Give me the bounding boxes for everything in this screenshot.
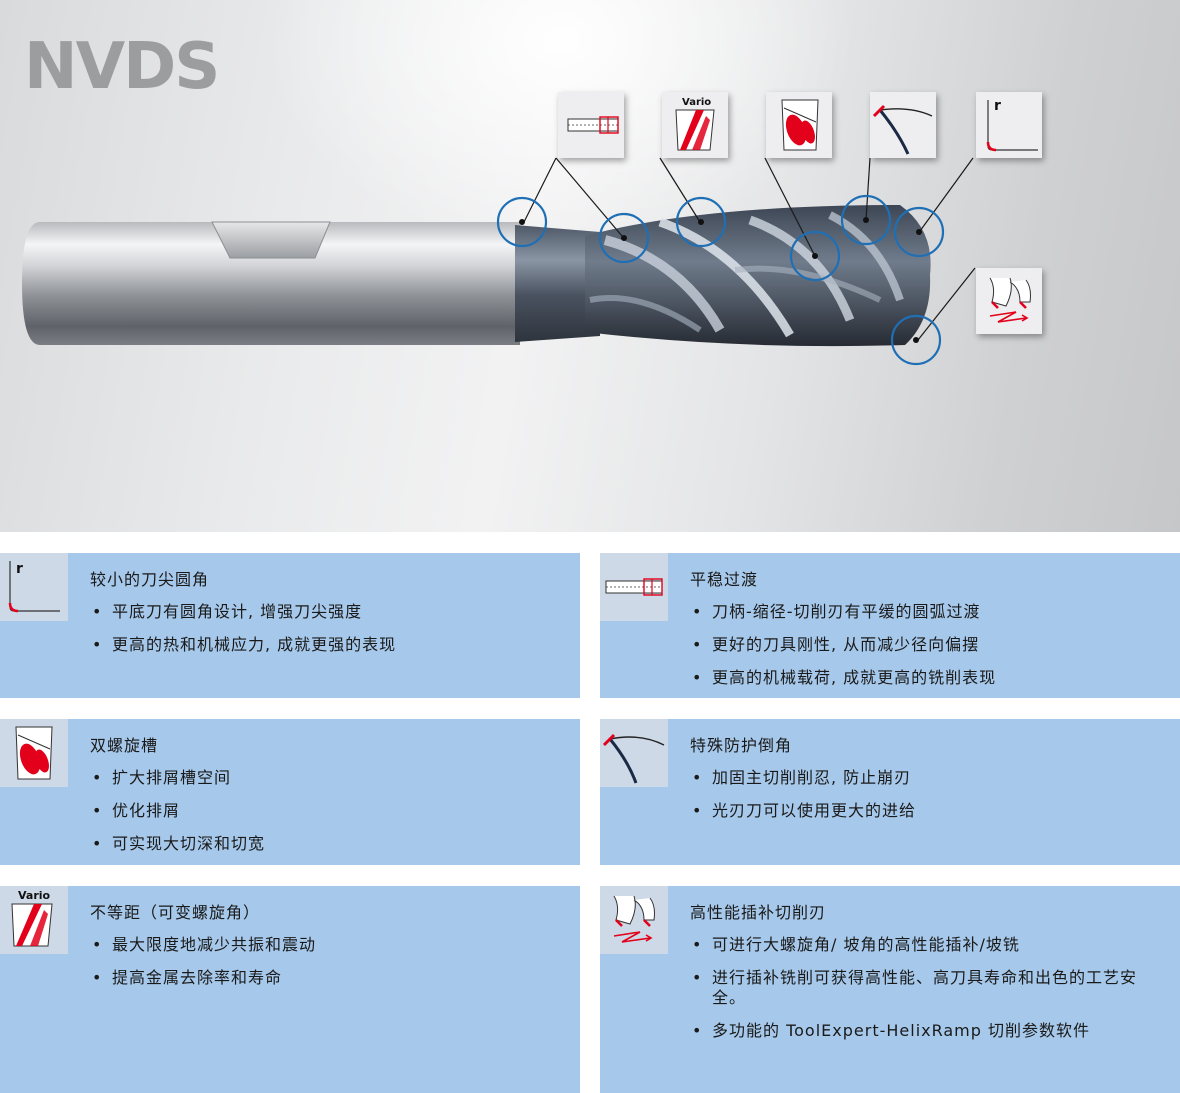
- card-icon-box: [0, 719, 68, 787]
- shank-transition-icon: [567, 116, 619, 134]
- feature-title: 高性能插补切削刃: [690, 903, 827, 922]
- feature-bullet: 更好的刀具刚性, 从而减少径向偏摆: [690, 635, 1168, 655]
- feature-title: 特殊防护倒角: [690, 736, 793, 755]
- vario-label: Vario: [682, 97, 711, 108]
- card-body: 双螺旋槽 扩大排屑槽空间 优化排屑 可实现大切深和切宽: [90, 736, 568, 867]
- feature-card-corner-radius: r 较小的刀尖圆角 平底刀有圆角设计, 增强刀尖强度 更高的热和机械应力, 成就…: [0, 553, 580, 698]
- thumb-chamfer: [870, 92, 936, 158]
- feature-title: 不等距（可变螺旋角）: [90, 903, 261, 922]
- card-body: 高性能插补切削刃 可进行大螺旋角/ 坡角的高性能插补/坡铣 进行插补铣削可获得高…: [690, 903, 1168, 1054]
- feature-bullets: 扩大排屑槽空间 优化排屑 可实现大切深和切宽: [90, 768, 568, 854]
- feature-card-interpolation-edge: 高性能插补切削刃 可进行大螺旋角/ 坡角的高性能插补/坡铣 进行插补铣削可获得高…: [600, 886, 1180, 1093]
- end-mill-illustration: [22, 157, 976, 366]
- feature-bullet: 最大限度地减少共振和震动: [90, 935, 568, 955]
- corner-radius-icon: r: [986, 98, 1038, 152]
- feature-bullet: 扩大排屑槽空间: [90, 768, 568, 788]
- feature-bullets: 加固主切削削忍, 防止崩刃 光刃刀可以使用更大的进给: [690, 768, 1168, 821]
- feature-title: 平稳过渡: [690, 570, 759, 589]
- vario-helix-icon: Vario: [11, 889, 53, 947]
- feature-bullet: 多功能的 ToolExpert-HelixRamp 切削参数软件: [690, 1021, 1168, 1041]
- card-icon-box: [600, 886, 668, 954]
- feature-bullets: 可进行大螺旋角/ 坡角的高性能插补/坡铣 进行插补铣削可获得高性能、高刀具寿命和…: [690, 935, 1168, 1041]
- feature-bullet: 加固主切削削忍, 防止崩刃: [690, 768, 1168, 788]
- feature-bullets: 最大限度地减少共振和震动 提高金属去除率和寿命: [90, 935, 568, 988]
- card-icon-box: Vario: [0, 886, 68, 954]
- helix-ramp-icon: [613, 895, 655, 943]
- thumb-helix-ramp: [976, 268, 1042, 334]
- thumb-double-flute: [766, 92, 832, 158]
- product-hero: NVDS: [0, 0, 1180, 532]
- feature-bullet: 优化排屑: [90, 801, 568, 821]
- feature-title: 较小的刀尖圆角: [90, 570, 210, 589]
- feature-bullet: 进行插补铣削可获得高性能、高刀具寿命和出色的工艺安全。: [690, 968, 1168, 1008]
- card-body: 不等距（可变螺旋角） 最大限度地减少共振和震动 提高金属去除率和寿命: [90, 903, 568, 1001]
- thumb-vario: Vario: [662, 92, 728, 158]
- feature-card-double-flute: 双螺旋槽 扩大排屑槽空间 优化排屑 可实现大切深和切宽: [0, 719, 580, 865]
- card-icon-box: [600, 719, 668, 787]
- vario-label: Vario: [18, 889, 51, 902]
- feature-bullet: 可进行大螺旋角/ 坡角的高性能插补/坡铣: [690, 935, 1168, 955]
- product-title: NVDS: [24, 30, 220, 104]
- feature-bullet: 刀柄-缩径-切削刃有平缓的圆弧过渡: [690, 602, 1168, 622]
- feature-bullet: 光刃刀可以使用更大的进给: [690, 801, 1168, 821]
- helix-ramp-icon: [989, 277, 1031, 323]
- card-icon-box: [600, 553, 668, 621]
- thumb-shank-transition: [558, 92, 624, 158]
- feature-card-protective-chamfer: 特殊防护倒角 加固主切削削忍, 防止崩刃 光刃刀可以使用更大的进给: [600, 719, 1180, 865]
- feature-bullet: 更高的机械载荷, 成就更高的铣削表现: [690, 668, 1168, 688]
- feature-card-smooth-transition: 平稳过渡 刀柄-缩径-切削刃有平缓的圆弧过渡 更好的刀具刚性, 从而减少径向偏摆…: [600, 553, 1180, 698]
- feature-bullet: 提高金属去除率和寿命: [90, 968, 568, 988]
- vario-helix-icon: Vario: [675, 97, 715, 151]
- radius-label: r: [16, 561, 23, 577]
- protective-chamfer-icon: [602, 733, 665, 784]
- card-body: 特殊防护倒角 加固主切削削忍, 防止崩刃 光刃刀可以使用更大的进给: [690, 736, 1168, 834]
- card-body: 平稳过渡 刀柄-缩径-切削刃有平缓的圆弧过渡 更好的刀具刚性, 从而减少径向偏摆…: [690, 570, 1168, 701]
- thumb-corner-radius: r: [976, 92, 1042, 158]
- corner-radius-icon: r: [8, 561, 60, 613]
- double-helix-flute-icon: [781, 99, 819, 151]
- double-helix-flute-icon: [15, 726, 53, 780]
- feature-bullet: 可实现大切深和切宽: [90, 834, 568, 854]
- feature-title: 双螺旋槽: [90, 736, 159, 755]
- shank-transition-icon: [605, 578, 663, 596]
- feature-card-unequal-pitch: Vario 不等距（可变螺旋角） 最大限度地减少共振和震动 提高金属去除率和寿命: [0, 886, 580, 1093]
- card-body: 较小的刀尖圆角 平底刀有圆角设计, 增强刀尖强度 更高的热和机械应力, 成就更强…: [90, 570, 568, 668]
- feature-bullet: 平底刀有圆角设计, 增强刀尖强度: [90, 602, 568, 622]
- protective-chamfer-icon: [872, 104, 933, 155]
- feature-bullets: 刀柄-缩径-切削刃有平缓的圆弧过渡 更好的刀具刚性, 从而减少径向偏摆 更高的机…: [690, 602, 1168, 688]
- radius-label: r: [994, 98, 1001, 114]
- card-icon-box: r: [0, 553, 68, 621]
- feature-bullet: 更高的热和机械应力, 成就更强的表现: [90, 635, 568, 655]
- feature-bullets: 平底刀有圆角设计, 增强刀尖强度 更高的热和机械应力, 成就更强的表现: [90, 602, 568, 655]
